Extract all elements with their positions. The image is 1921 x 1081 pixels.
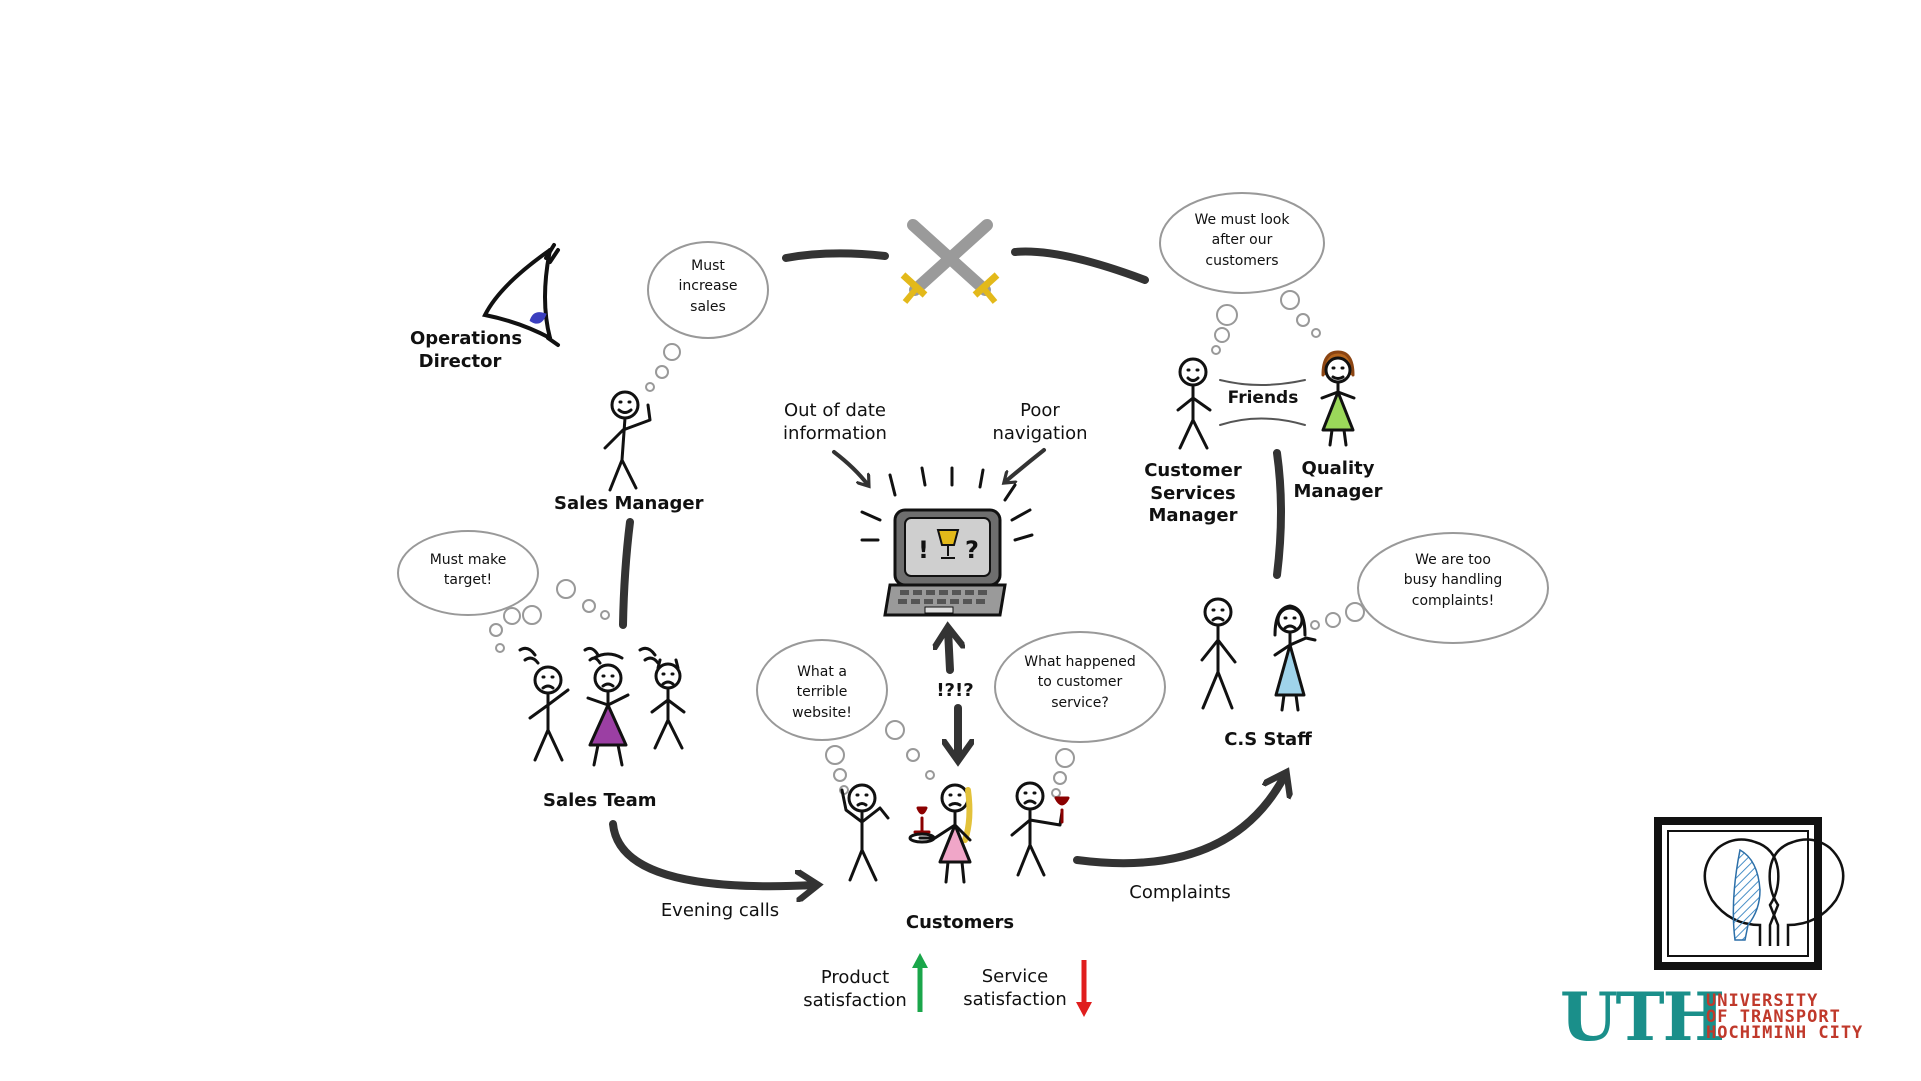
sales-team-member-2 bbox=[583, 646, 630, 707]
uth-emblem-icon bbox=[1654, 817, 1845, 970]
exclamation-label: !?!? bbox=[936, 680, 974, 701]
thought-text-sales-team: Must make target! bbox=[429, 552, 507, 589]
crossed-swords-icon bbox=[900, 219, 1000, 304]
cs-staff-label: C.S Staff bbox=[1224, 729, 1312, 750]
svg-text:!: ! bbox=[918, 536, 929, 564]
operations-director-label: Operations Director bbox=[410, 328, 523, 372]
uth-logo-abbr: UTH bbox=[1560, 978, 1725, 1056]
cs-manager-figure bbox=[1176, 357, 1212, 450]
sales-team-label: Sales Team bbox=[543, 790, 657, 811]
thought-cloud-customer2 bbox=[994, 631, 1166, 743]
product-satisfaction-up-arrow bbox=[912, 953, 928, 1012]
customer-services-manager-label: Customer Services Manager bbox=[1144, 460, 1242, 526]
customer-figure-2 bbox=[908, 783, 973, 844]
thought-cloud-sales-manager bbox=[647, 241, 769, 339]
quality-manager-label: Quality Manager bbox=[1293, 458, 1383, 502]
outdated-info-arrow bbox=[832, 450, 868, 485]
uth-logo-name: UNIVERSITY OF TRANSPORT HOCHIMINH CITY bbox=[1706, 991, 1864, 1043]
thought-text-cs-manager: We must look after our customers bbox=[1194, 212, 1290, 269]
friends-label: Friends bbox=[1227, 388, 1299, 408]
poor-nav-arrow bbox=[1005, 448, 1046, 482]
svg-text:?: ? bbox=[965, 536, 979, 564]
csm-staff-line bbox=[1273, 449, 1285, 579]
customer-figure-1 bbox=[840, 783, 890, 882]
cs-staff-figure-1 bbox=[1200, 597, 1237, 710]
thought-text-sales-manager: Must increase sales bbox=[678, 258, 738, 315]
thought-cloud-customer bbox=[756, 639, 888, 741]
out-of-date-info-label: Out of date information bbox=[783, 400, 887, 444]
thought-cloud-sales-team bbox=[397, 530, 539, 616]
customer-figure-3 bbox=[1010, 781, 1070, 877]
evening-calls-arrow bbox=[609, 820, 815, 886]
eye-icon bbox=[482, 243, 560, 347]
thought-cloud-cs-manager bbox=[1159, 192, 1325, 294]
manager-team-line bbox=[619, 518, 634, 629]
sales-team-member-3 bbox=[638, 646, 686, 750]
website-up-arrow bbox=[948, 630, 950, 674]
thought-text-customer2: What happened to customer service? bbox=[1024, 654, 1136, 711]
complaints-label: Complaints bbox=[1129, 882, 1231, 903]
sales-manager-figure bbox=[603, 390, 652, 492]
complaints-arrow bbox=[1073, 775, 1285, 868]
thought-cloud-cs-staff bbox=[1357, 532, 1549, 644]
product-satisfaction-label: Product satisfaction bbox=[803, 967, 907, 1011]
cs-staff-figure-2 bbox=[1273, 604, 1317, 657]
customers-label: Customers bbox=[905, 912, 1015, 933]
service-satisfaction-down-arrow bbox=[1076, 960, 1092, 1017]
sales-manager-label: Sales Manager bbox=[554, 493, 704, 514]
quality-manager-figure bbox=[1320, 350, 1356, 400]
poor-navigation-label: Poor navigation bbox=[992, 400, 1088, 444]
thought-text-cs-staff: We are too busy handling complaints! bbox=[1403, 552, 1503, 609]
evening-calls-label: Evening calls bbox=[660, 900, 780, 921]
thought-text-customer: What a terrible website! bbox=[792, 664, 852, 721]
sales-team-member-1 bbox=[518, 646, 570, 762]
conflict-line-left bbox=[782, 249, 889, 262]
laptop-icon: ! ? bbox=[860, 466, 1034, 617]
conflict-line-right bbox=[1011, 247, 1149, 284]
service-satisfaction-label: Service satisfaction bbox=[963, 966, 1067, 1010]
